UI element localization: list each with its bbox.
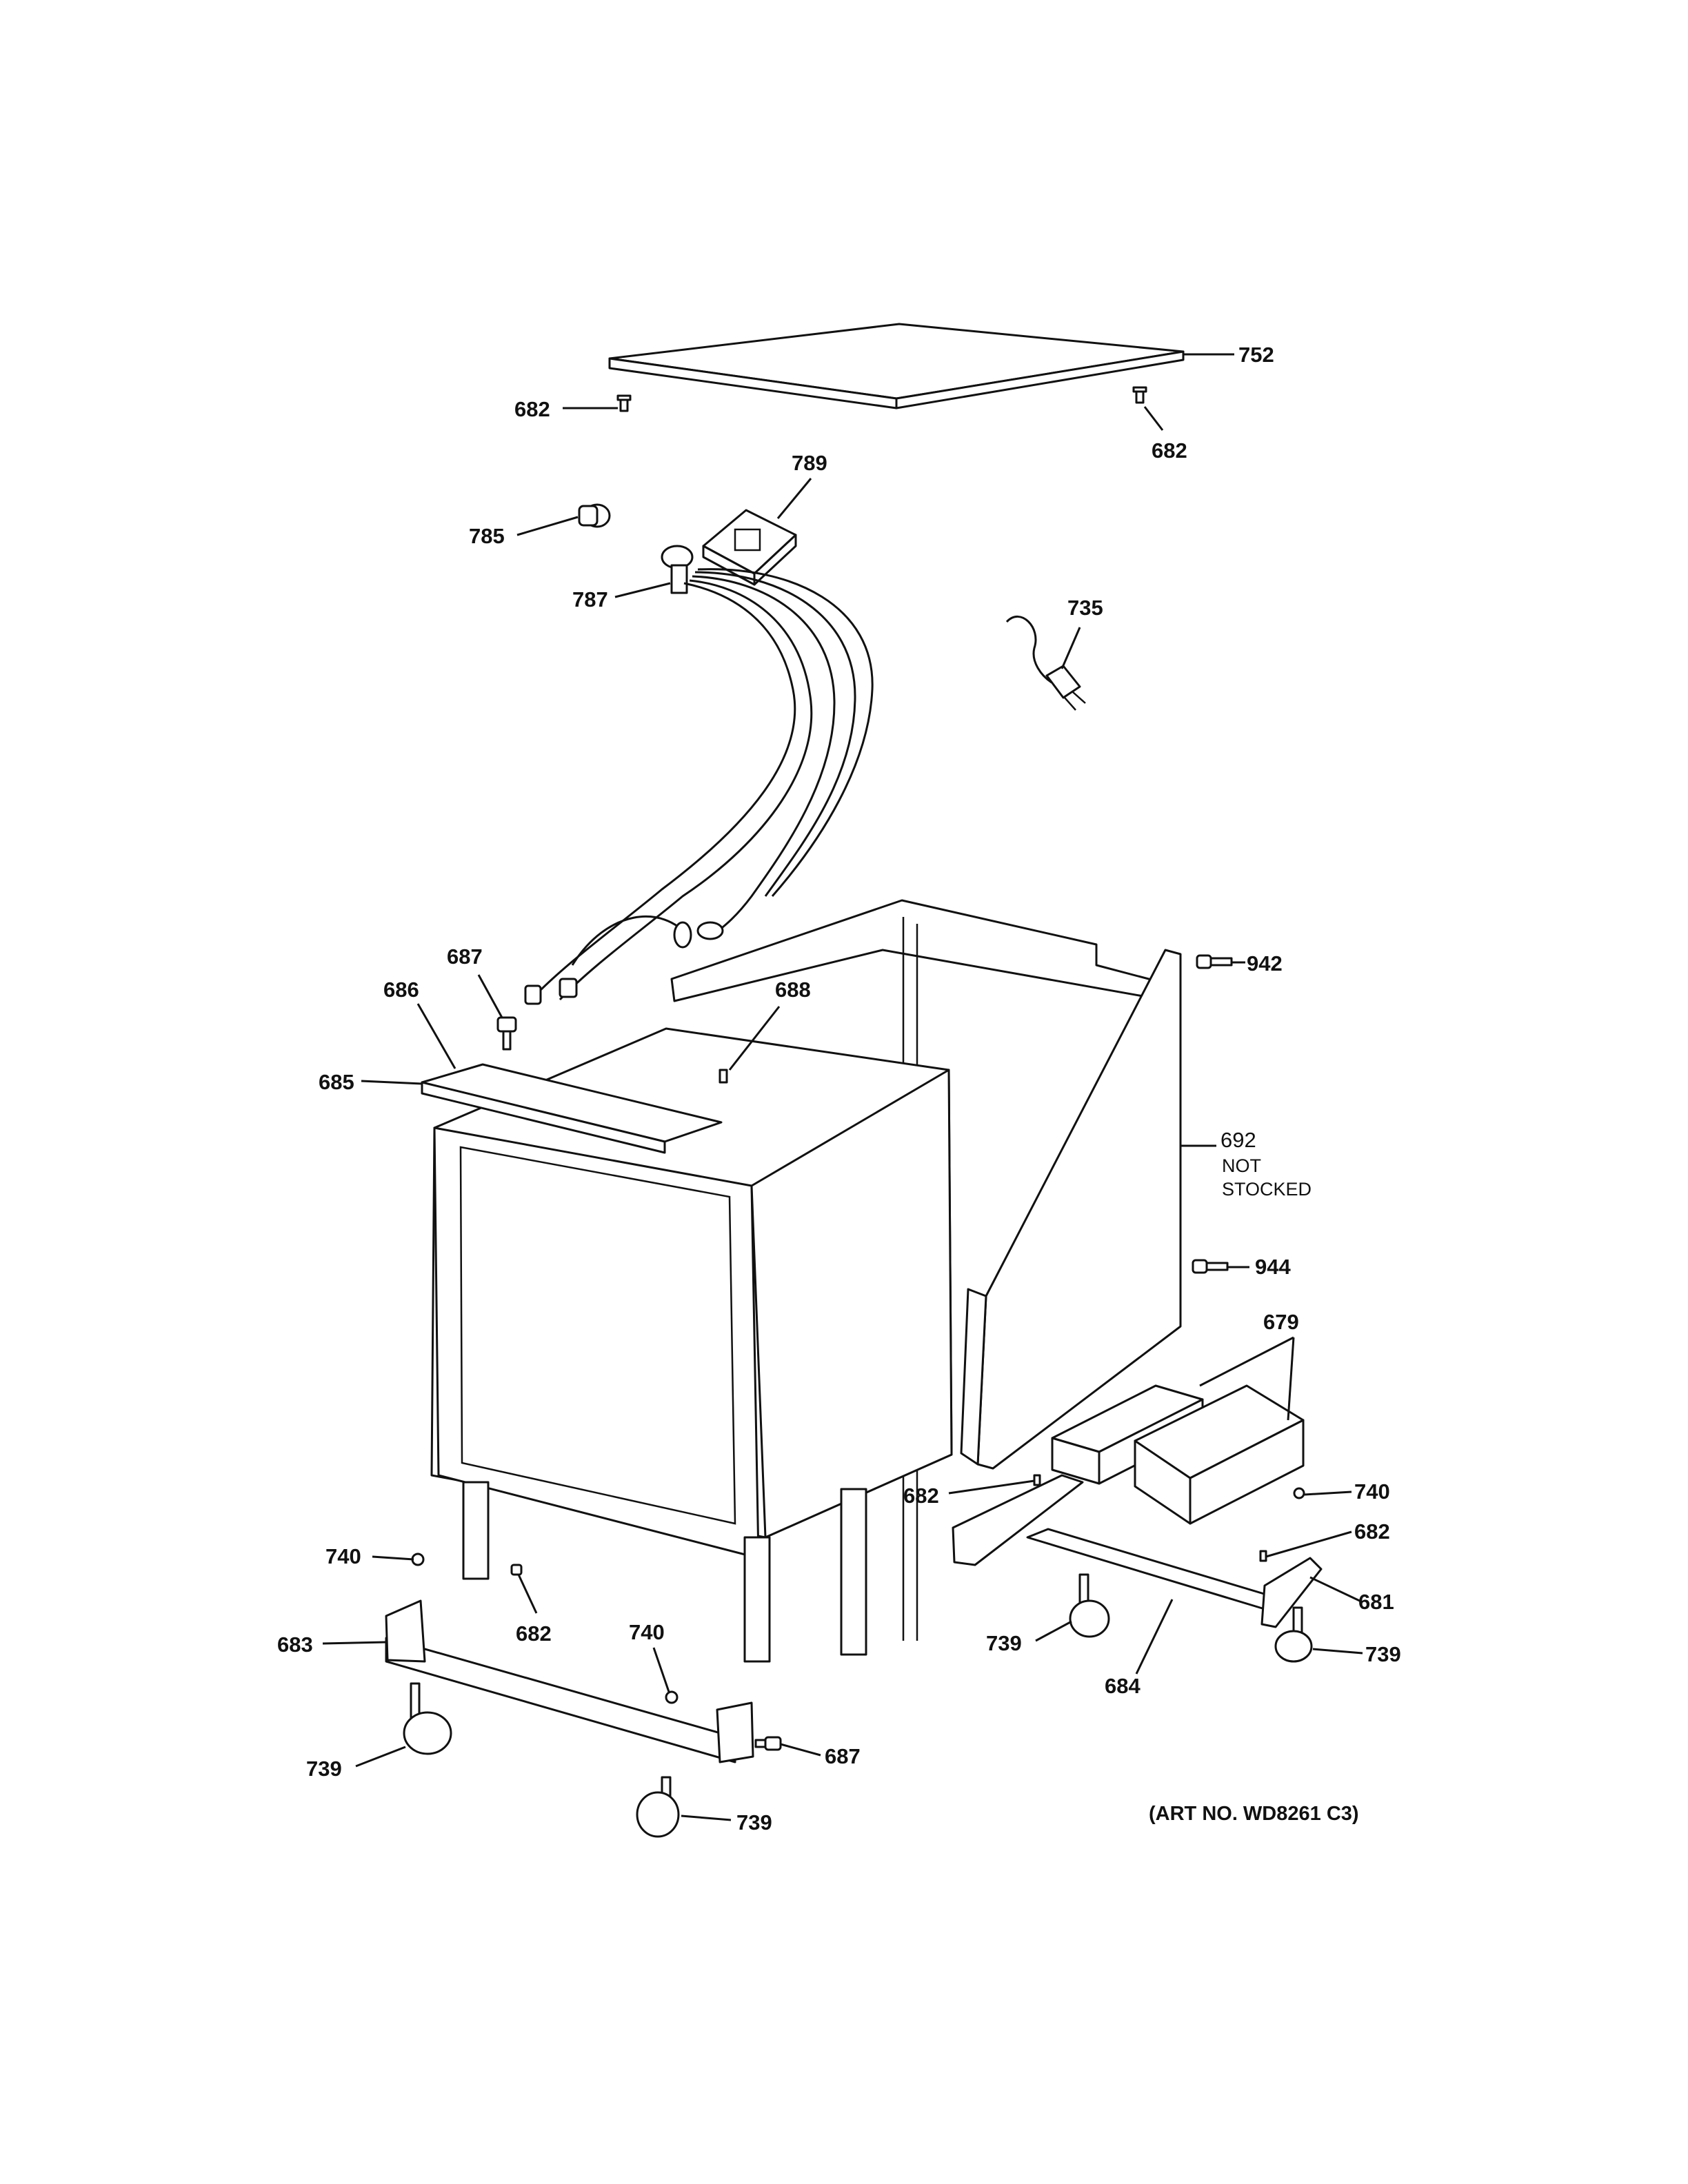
caster-739-bottom bbox=[636, 1776, 680, 1838]
caster-739-right-b bbox=[1274, 1606, 1313, 1663]
plug-785 bbox=[578, 503, 611, 528]
screw-942 bbox=[1196, 954, 1233, 969]
callout-682-top-right: 682 bbox=[1152, 438, 1187, 463]
callout-687-upper: 687 bbox=[447, 944, 483, 969]
callout-739-bottom: 739 bbox=[736, 1810, 772, 1834]
callout-692-note-line2: STOCKED bbox=[1222, 1179, 1312, 1200]
callout-682-top-left: 682 bbox=[514, 397, 550, 421]
screw-682-right bbox=[1259, 1550, 1267, 1562]
screw-687-upper bbox=[496, 1016, 517, 1051]
callout-682-mid: 682 bbox=[903, 1484, 939, 1508]
screw-687-lower bbox=[754, 1736, 782, 1751]
callout-735: 735 bbox=[1067, 596, 1103, 620]
screw-682-lower bbox=[510, 1564, 523, 1576]
callout-692: 692 bbox=[1220, 1128, 1256, 1152]
power-cord-735 bbox=[1005, 616, 1086, 711]
callout-679: 679 bbox=[1263, 1310, 1299, 1334]
callout-785: 785 bbox=[469, 524, 505, 548]
callout-687-lower: 687 bbox=[825, 1744, 861, 1768]
base-rail-683 bbox=[385, 1599, 754, 1763]
callout-682-lower: 682 bbox=[516, 1621, 552, 1646]
screw-682-top-right bbox=[1132, 386, 1147, 404]
callout-739-right-b: 739 bbox=[1365, 1642, 1401, 1666]
callout-681: 681 bbox=[1358, 1590, 1394, 1614]
callout-739-left: 739 bbox=[306, 1757, 342, 1781]
callout-944: 944 bbox=[1255, 1255, 1291, 1279]
callout-682-right: 682 bbox=[1354, 1519, 1390, 1544]
callout-789: 789 bbox=[792, 451, 827, 475]
caster-739-right-a bbox=[1069, 1573, 1110, 1638]
foam-blocks-679 bbox=[1051, 1384, 1305, 1525]
side-panel-692 bbox=[960, 949, 1182, 1470]
callout-752: 752 bbox=[1238, 343, 1274, 367]
callout-686: 686 bbox=[383, 978, 419, 1002]
base-rail-681-684 bbox=[952, 1474, 1323, 1628]
screw-688 bbox=[719, 1069, 728, 1084]
callout-740-left: 740 bbox=[325, 1544, 361, 1568]
screw-740-right bbox=[1293, 1487, 1305, 1499]
screw-740-mid bbox=[665, 1690, 679, 1704]
control-module-789 bbox=[702, 509, 797, 586]
callout-740-mid: 740 bbox=[629, 1620, 665, 1644]
callout-683: 683 bbox=[277, 1632, 313, 1657]
front-rail-685-686 bbox=[421, 1063, 723, 1154]
callout-740-right: 740 bbox=[1354, 1479, 1390, 1504]
callout-688: 688 bbox=[775, 978, 811, 1002]
screw-740-left bbox=[411, 1553, 425, 1566]
callout-739-right-a: 739 bbox=[986, 1631, 1022, 1655]
wire-harness-787 bbox=[524, 545, 874, 1005]
screw-682-mid bbox=[1033, 1474, 1041, 1486]
callout-942: 942 bbox=[1247, 951, 1283, 975]
callout-684: 684 bbox=[1105, 1674, 1141, 1698]
caster-739-left bbox=[403, 1682, 452, 1755]
callout-787: 787 bbox=[572, 587, 608, 611]
screw-944 bbox=[1192, 1259, 1229, 1274]
leader-lines bbox=[322, 353, 1363, 1821]
callout-685: 685 bbox=[319, 1070, 354, 1094]
top-panel-752 bbox=[608, 323, 1185, 410]
screw-682-top-left bbox=[616, 394, 632, 412]
art-number: (ART NO. WD8261 C3) bbox=[1149, 1803, 1359, 1825]
callout-692-note-line1: NOT bbox=[1222, 1155, 1261, 1176]
tub-assembly bbox=[430, 1027, 953, 1663]
